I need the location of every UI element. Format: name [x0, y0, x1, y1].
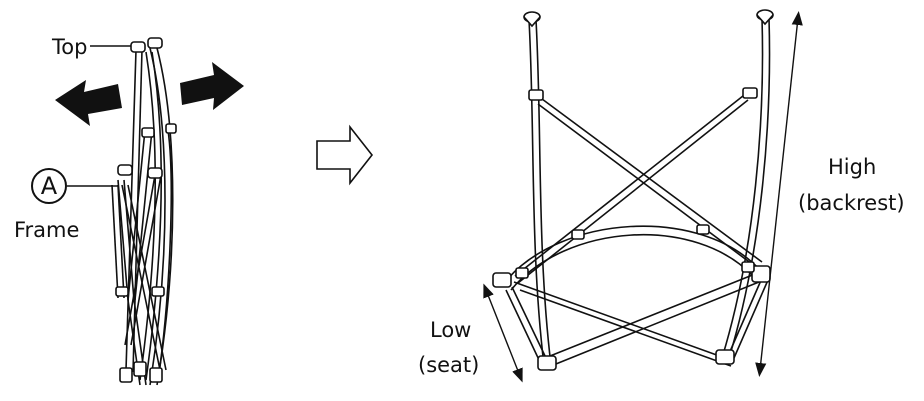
seat-label: (seat) [418, 353, 480, 377]
arrow-right-solid-icon [180, 62, 244, 110]
part-a-marker: A [31, 168, 67, 204]
arrow-right-outline-icon [316, 124, 374, 186]
high-label: High [828, 155, 877, 179]
low-label: Low [430, 318, 472, 342]
unfolded-frame [483, 9, 803, 383]
top-label: Top [52, 35, 88, 59]
arrow-left-solid-icon [55, 80, 122, 126]
frame-label: Frame [14, 218, 80, 242]
folded-frame [67, 37, 177, 386]
backrest-label: (backrest) [798, 191, 905, 215]
